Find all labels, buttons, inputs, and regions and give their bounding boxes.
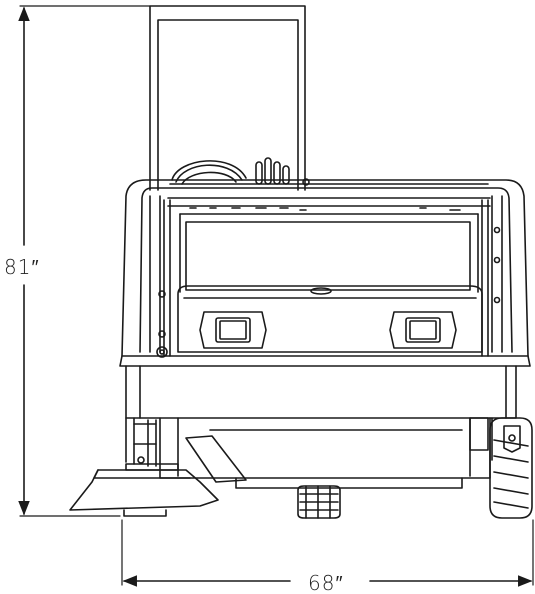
overhead-guard — [149, 5, 306, 191]
side-broom — [69, 417, 247, 517]
headlight-left — [199, 311, 267, 349]
front-bumper — [119, 355, 531, 419]
upper-body — [121, 179, 529, 358]
side-broom-brush — [69, 469, 219, 511]
headlight-right — [389, 311, 457, 349]
rear-wheel-right — [489, 417, 533, 519]
front-wheel — [297, 485, 341, 519]
lower-body — [159, 417, 493, 489]
height-label: 81″ — [4, 255, 40, 279]
height-dimension — [18, 5, 151, 517]
control-levers — [255, 157, 310, 186]
hopper-door — [177, 285, 483, 353]
width-label: 68″ — [308, 571, 344, 594]
width-dimension — [121, 519, 534, 587]
